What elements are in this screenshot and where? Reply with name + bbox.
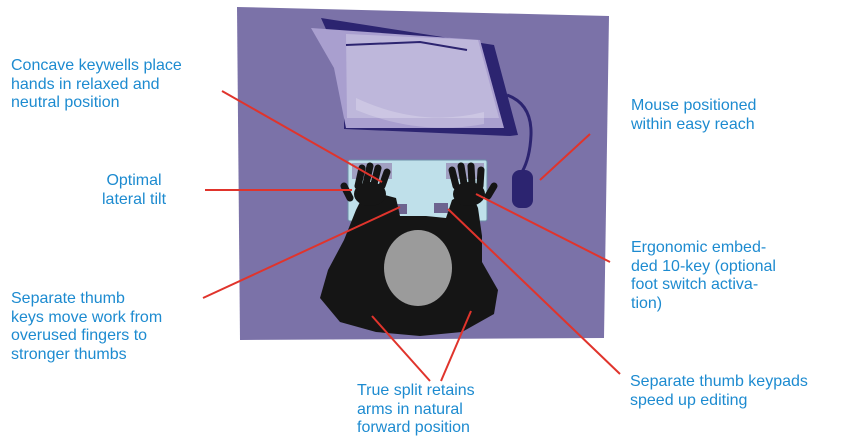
head bbox=[384, 230, 452, 306]
label-thumb-keypads: Separate thumb keypads speed up editing bbox=[630, 373, 808, 410]
label-ten-key: Ergonomic embed- ded 10-key (optional fo… bbox=[631, 239, 776, 313]
label-thumb-keys: Separate thumb keys move work from overu… bbox=[11, 290, 162, 364]
label-mouse: Mouse positioned within easy reach bbox=[631, 97, 756, 134]
label-lateral-tilt: Optimal lateral tilt bbox=[102, 172, 166, 209]
mouse bbox=[512, 170, 533, 208]
label-true-split: True split retains arms in natural forwa… bbox=[357, 382, 475, 438]
label-concave-keywells: Concave keywells place hands in relaxed … bbox=[11, 57, 182, 113]
